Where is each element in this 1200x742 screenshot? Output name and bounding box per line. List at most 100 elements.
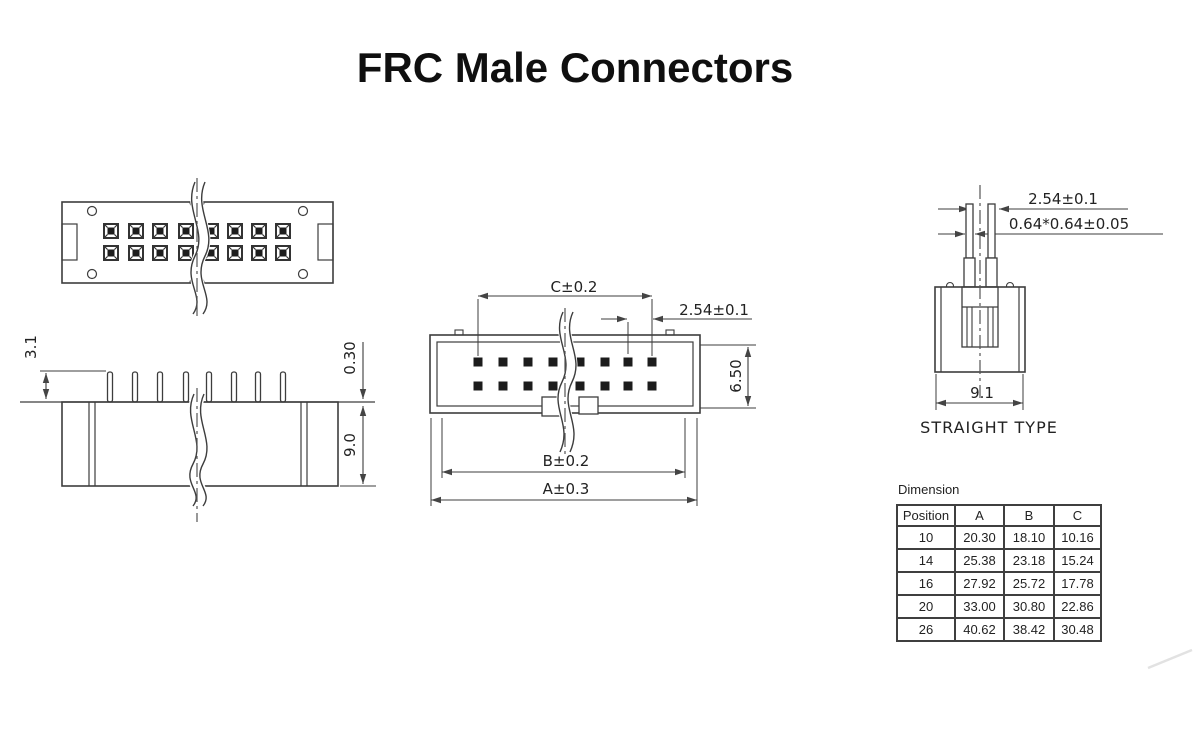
pin-base (985, 257, 998, 288)
top-view (61, 178, 334, 318)
pin (131, 371, 139, 403)
cell-c: 17.78 (1053, 571, 1102, 596)
table-row: 16 27.92 25.72 17.78 (896, 571, 1102, 596)
pin (548, 357, 558, 367)
extension-line (441, 418, 686, 478)
table-row: 20 33.00 30.80 22.86 (896, 594, 1102, 619)
corner-hole (297, 205, 309, 217)
col-header-c: C (1053, 504, 1102, 527)
corner-hole (86, 268, 98, 280)
pin (623, 381, 633, 391)
dimension-table-section: Dimension Position A B C 10 20.30 18.10 … (896, 482, 1102, 642)
dimension-table: Position A B C 10 20.30 18.10 10.16 14 2… (896, 504, 1102, 642)
dim-a-label: A±0.3 (543, 480, 590, 498)
extension-line (477, 299, 653, 356)
pin (575, 381, 585, 391)
dim-pin-length-label: 3.1 (22, 335, 40, 359)
right-slot (317, 223, 334, 261)
pin-contact (251, 223, 267, 239)
pin (205, 371, 213, 403)
scan-artifact (1147, 648, 1193, 670)
col-header-position: Position (896, 504, 956, 527)
cell-position: 26 (896, 617, 956, 642)
cell-c: 15.24 (1053, 548, 1102, 573)
pin (600, 381, 610, 391)
pin (473, 357, 483, 367)
pin-grid (473, 357, 657, 391)
dim-pitch-front-label: 2.54±0.1 (679, 301, 749, 319)
pin (965, 203, 974, 259)
side-view: 3.1 0.30 9.0 (20, 335, 376, 522)
dim-body-width-label: 9.1 (970, 384, 994, 402)
pin-contact (227, 223, 243, 239)
pin (106, 371, 114, 403)
straight-type-label: STRAIGHT TYPE (920, 418, 1058, 437)
break-band-mask (187, 391, 209, 511)
pin (575, 357, 585, 367)
cell-b: 30.80 (1003, 594, 1055, 619)
cell-b: 25.72 (1003, 571, 1055, 596)
pin (647, 381, 657, 391)
table-caption: Dimension (898, 482, 960, 497)
cell-a: 20.30 (954, 525, 1005, 550)
pin (473, 381, 483, 391)
pin (623, 357, 633, 367)
front-view: C±0.2 2.54±0.1 6.50 B±0.2 A±0.3 (429, 278, 756, 506)
pin (254, 371, 262, 403)
pin-contact (103, 223, 119, 239)
pin-contact (178, 245, 194, 261)
cell-b: 23.18 (1003, 548, 1055, 573)
cell-c: 10.16 (1053, 525, 1102, 550)
polarizing-key (578, 396, 599, 415)
extension-line (700, 344, 756, 409)
cell-a: 27.92 (954, 571, 1005, 596)
cell-position: 10 (896, 525, 956, 550)
table-row: 26 40.62 38.42 30.48 (896, 617, 1102, 642)
pin-contact (275, 223, 291, 239)
cell-a: 33.00 (954, 594, 1005, 619)
extension-line (430, 418, 698, 506)
dim-plate-thickness-label: 0.30 (341, 341, 359, 374)
cell-a: 40.62 (954, 617, 1005, 642)
cell-a: 25.38 (954, 548, 1005, 573)
pin (987, 203, 996, 259)
pin (182, 371, 190, 403)
break-line (567, 311, 577, 453)
pin (523, 357, 533, 367)
left-slot (61, 223, 78, 261)
straight-type-view: 2.54±0.1 0.64*0.64±0.05 9.1 (920, 185, 1163, 437)
cell-position: 20 (896, 594, 956, 619)
wall-lines (88, 402, 308, 486)
pin-contact (251, 245, 267, 261)
pin (230, 371, 238, 403)
break-line (189, 393, 198, 507)
corner-hole (86, 205, 98, 217)
dim-slot-height-label: 6.50 (727, 359, 745, 392)
pin (647, 357, 657, 367)
wall-lines (940, 287, 1020, 372)
pin-channel-lines (966, 307, 994, 347)
table-row: 14 25.38 23.18 15.24 (896, 548, 1102, 573)
pin-contact (152, 223, 168, 239)
pin-row (106, 371, 287, 403)
table-header-row: Position A B C (896, 504, 1102, 527)
pin-contact (275, 245, 291, 261)
pin-contact (103, 245, 119, 261)
pin (600, 357, 610, 367)
break-line (557, 311, 567, 453)
dim-b-label: B±0.2 (543, 452, 590, 470)
dim-c-label: C±0.2 (551, 278, 598, 296)
cell-c: 22.86 (1053, 594, 1102, 619)
col-header-a: A (954, 504, 1005, 527)
pin (498, 381, 508, 391)
dim-body-height-label: 9.0 (341, 433, 359, 457)
pin (498, 357, 508, 367)
cell-position: 14 (896, 548, 956, 573)
pin-contact (178, 223, 194, 239)
pin-contact (227, 245, 243, 261)
dim-pitch-straight-label: 2.54±0.1 (1028, 190, 1098, 208)
pin (279, 371, 287, 403)
break-line (200, 181, 210, 315)
